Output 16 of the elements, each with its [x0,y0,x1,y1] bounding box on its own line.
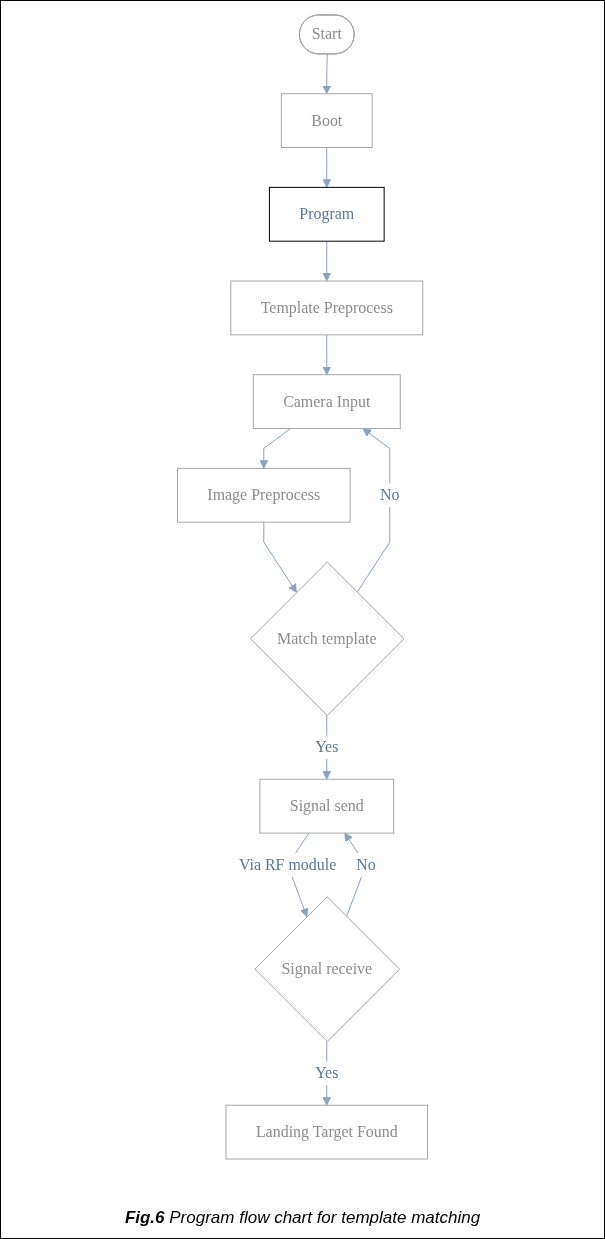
edge-label: Via RF module [238,856,337,873]
node-box: Image Preprocess [176,467,351,523]
figure-caption: Fig.6 Program flow chart for template matching [123,1208,482,1228]
node-box: Boot [280,93,373,148]
node-diamond: Signal receive [254,896,401,1042]
node-box: Signal send [259,778,395,834]
edge-label: Yes [315,738,339,756]
node-box: Landing Target Found [225,1104,429,1160]
edge-label: Yes [315,1064,339,1082]
edge-label: No [380,486,400,504]
node-diamond: Match template [250,561,405,716]
edge-label: No [356,856,376,873]
node-box: Camera Input [252,374,401,430]
node-box: Program [268,186,385,242]
arrow [322,334,332,376]
node-box: Template Preprocess [230,280,424,336]
